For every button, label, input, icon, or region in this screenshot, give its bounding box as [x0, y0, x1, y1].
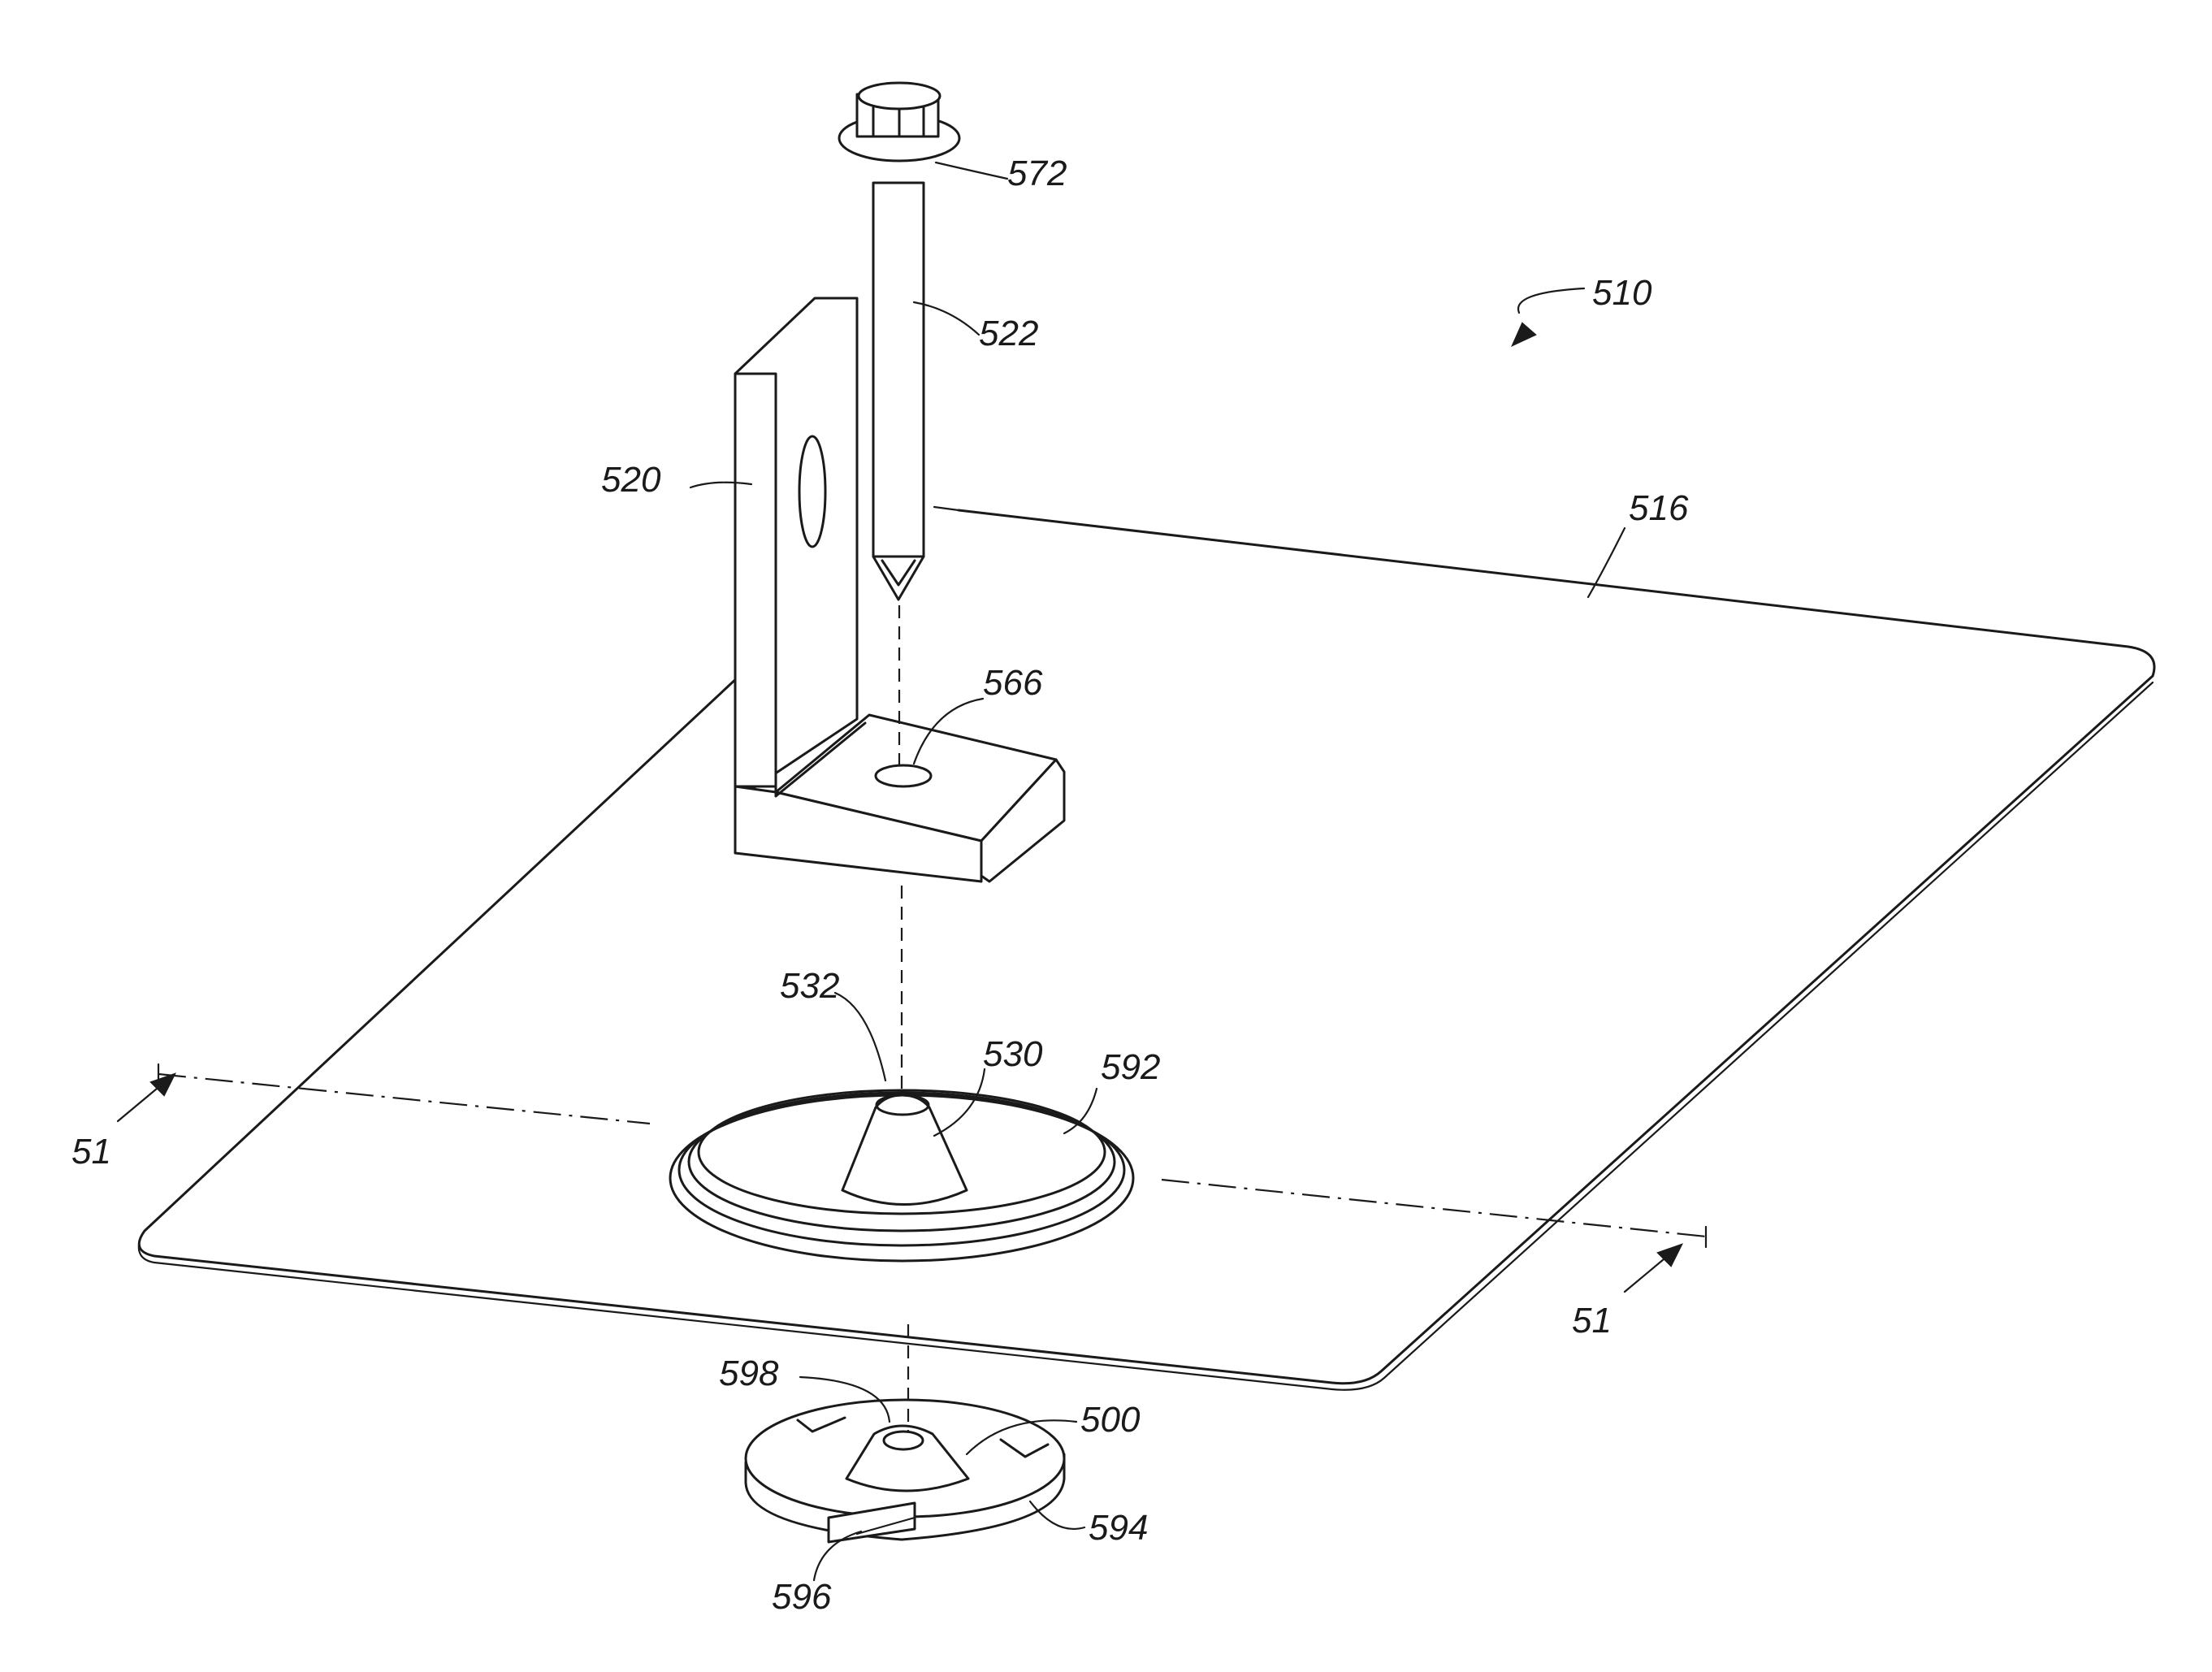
label-51-right: 51	[1572, 1301, 1612, 1341]
bottom-washer	[746, 1400, 1064, 1542]
label-592: 592	[1101, 1047, 1160, 1087]
label-566: 566	[983, 663, 1043, 703]
label-572: 572	[1007, 154, 1067, 193]
label-598: 598	[719, 1354, 779, 1393]
label-594: 594	[1089, 1508, 1148, 1548]
label-596: 596	[772, 1577, 832, 1617]
label-516: 516	[1629, 488, 1689, 528]
section-arrow-right	[1625, 1245, 1682, 1292]
label-51-left: 51	[71, 1132, 111, 1172]
label-520: 520	[601, 460, 661, 500]
label-510: 510	[1592, 273, 1652, 313]
label-522: 522	[979, 314, 1038, 353]
label-532: 532	[780, 966, 839, 1006]
section-arrow-left	[118, 1074, 175, 1121]
label-500: 500	[1080, 1400, 1141, 1440]
label-530: 530	[983, 1034, 1043, 1074]
assembly-arrow	[1513, 288, 1584, 345]
flashing-cone	[670, 1090, 1133, 1261]
base-plate	[139, 507, 2154, 1390]
